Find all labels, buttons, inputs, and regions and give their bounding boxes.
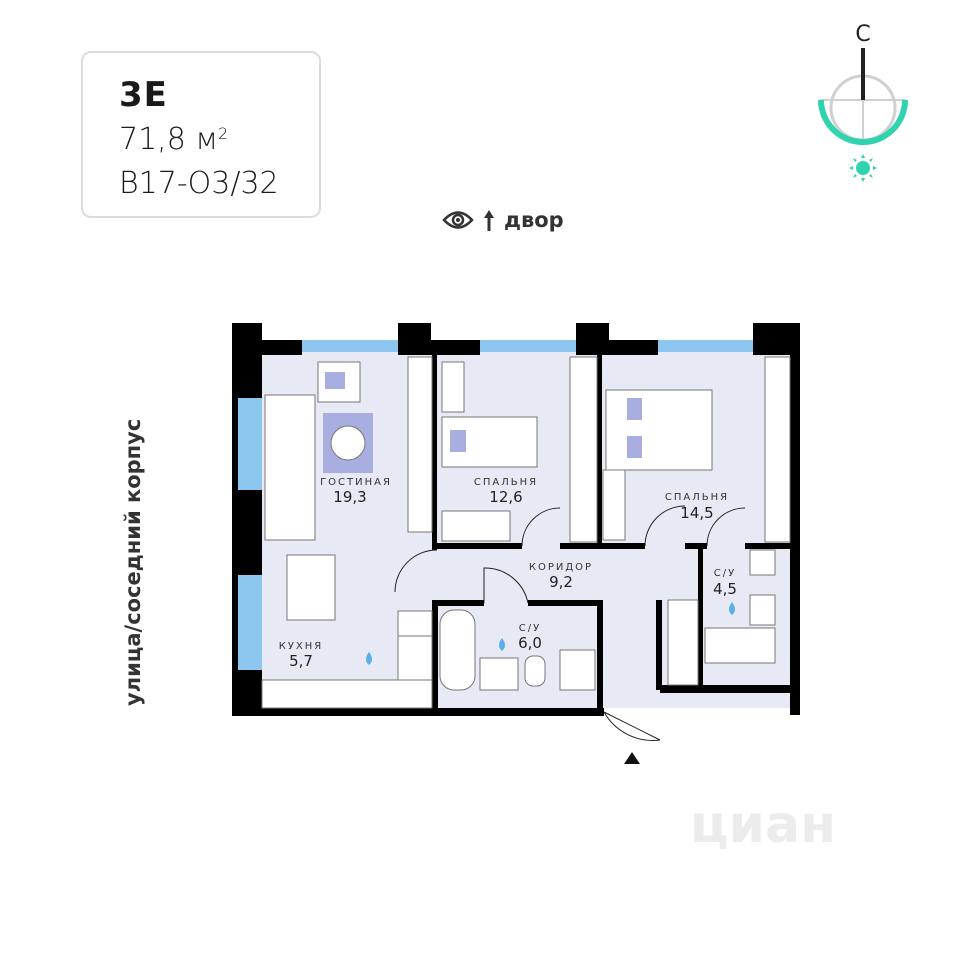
- door-entrance: [603, 711, 661, 741]
- double-bed: [605, 389, 713, 471]
- water-drop-icon: [366, 652, 372, 665]
- door-bath1: [483, 567, 529, 604]
- room-area-bath2: 4,5: [713, 580, 737, 598]
- compass-north-label: С: [855, 22, 870, 47]
- pillows: [325, 372, 642, 458]
- view-direction-top: двор: [442, 208, 564, 232]
- compass: С: [818, 22, 908, 182]
- view-top-label: двор: [504, 208, 564, 232]
- fridge: [397, 610, 433, 637]
- room-name-bath2: С/У: [714, 568, 736, 579]
- wardrobe-b2: [764, 356, 791, 543]
- room-area-bedroom1: 12,6: [489, 488, 522, 506]
- entrance-marker: [624, 752, 640, 764]
- toilet-1: [524, 655, 546, 687]
- window: [480, 340, 578, 352]
- bathtub-2: [704, 627, 776, 664]
- door-bedroom2: [644, 505, 686, 547]
- area-unit-sup: 2: [217, 124, 229, 143]
- room-area-bedroom2: 14,5: [680, 504, 713, 522]
- radiator-corridor: [667, 599, 699, 686]
- door-swings: [394, 505, 746, 741]
- water-drop-icons: [366, 602, 735, 665]
- arrow-up-icon: [484, 210, 494, 231]
- apartment-area: 71,8 м2: [119, 122, 228, 157]
- window: [300, 340, 400, 352]
- room-area-bath1: 6,0: [518, 634, 542, 652]
- area-value: 71,8 м: [119, 122, 218, 157]
- wardrobe-living: [407, 356, 433, 533]
- sun-arc: [818, 99, 908, 145]
- door-bath2: [706, 507, 746, 547]
- bathtub-1: [439, 609, 476, 691]
- room-name-bedroom2: СПАЛЬНЯ: [665, 492, 729, 503]
- room-area-kitchen: 5,7: [289, 652, 313, 670]
- radiator-b1: [441, 510, 511, 542]
- room-name-corridor: КОРИДОР: [529, 562, 593, 573]
- closet-b2: [602, 469, 626, 541]
- apartment-type: 3Е: [119, 75, 168, 115]
- water-drop-icon: [729, 602, 735, 615]
- door-bedroom1: [521, 507, 561, 547]
- eye-icon: [442, 211, 474, 229]
- sink-2: [749, 594, 776, 626]
- apartment-number: В17-О3/32: [119, 166, 279, 201]
- coffee-table: [330, 425, 366, 461]
- window: [657, 340, 755, 352]
- dining-table: [286, 554, 336, 621]
- window: [238, 575, 262, 670]
- wardrobe-b1-right: [569, 356, 598, 543]
- room-name-bath1: С/У: [519, 623, 541, 634]
- sun-icon: [849, 154, 877, 182]
- room-name-kitchen: КУХНЯ: [279, 641, 324, 652]
- walls: [232, 323, 800, 716]
- watermark-logo: циан: [690, 795, 836, 855]
- furniture: [261, 356, 791, 709]
- wardrobe-b1: [441, 361, 465, 413]
- sink-1: [479, 657, 519, 691]
- window: [238, 398, 262, 490]
- room-area-living: 19,3: [333, 488, 366, 506]
- sofa: [264, 394, 316, 541]
- door-living: [394, 549, 438, 593]
- room-name-bedroom1: СПАЛЬНЯ: [474, 477, 538, 488]
- kitchen-counter: [261, 679, 433, 709]
- shower-1: [559, 649, 596, 691]
- room-name-living: ГОСТИНАЯ: [320, 477, 392, 488]
- room-area-corridor: 9,2: [549, 573, 573, 591]
- apartment-info-card: 3Е 71,8 м2 В17-О3/32: [81, 51, 321, 218]
- water-drop-icon: [499, 638, 505, 651]
- windows: [238, 340, 755, 670]
- toilet-2: [749, 549, 776, 576]
